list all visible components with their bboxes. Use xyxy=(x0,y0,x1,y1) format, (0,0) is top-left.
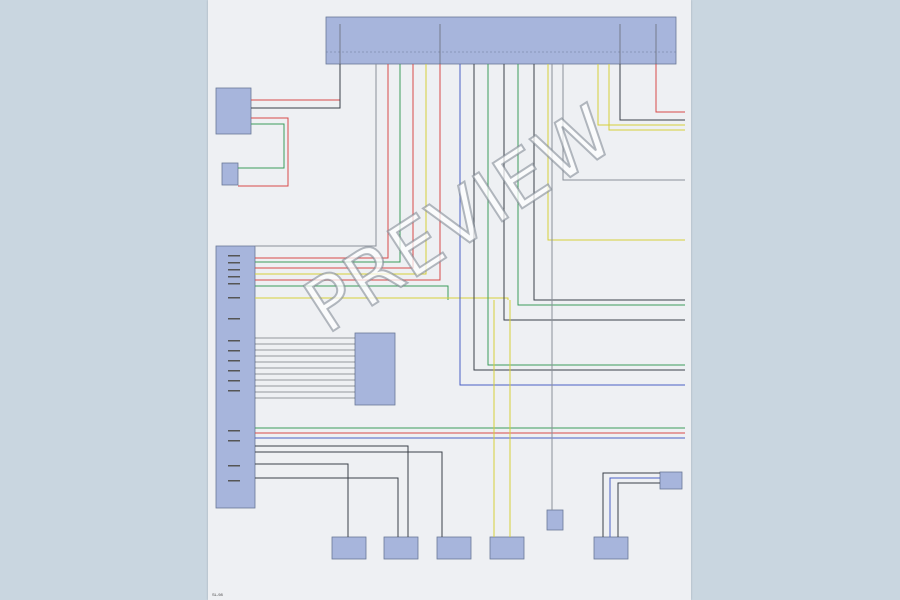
left-upper-component xyxy=(215,87,252,135)
tiny-wire-labels xyxy=(228,255,240,482)
wiring-diagram: SL-98 xyxy=(212,16,685,597)
module-pin-stubs xyxy=(339,24,657,64)
middle-junction-box xyxy=(354,332,396,406)
bottom-sensors xyxy=(331,471,683,560)
wiring-diagram-sheet: SL-98 xyxy=(208,0,691,600)
main-control-module xyxy=(325,16,677,65)
footer-label: SL-98 xyxy=(212,592,223,597)
left-connector-block xyxy=(215,245,256,509)
left-small-component xyxy=(221,162,239,186)
wires xyxy=(238,64,685,537)
